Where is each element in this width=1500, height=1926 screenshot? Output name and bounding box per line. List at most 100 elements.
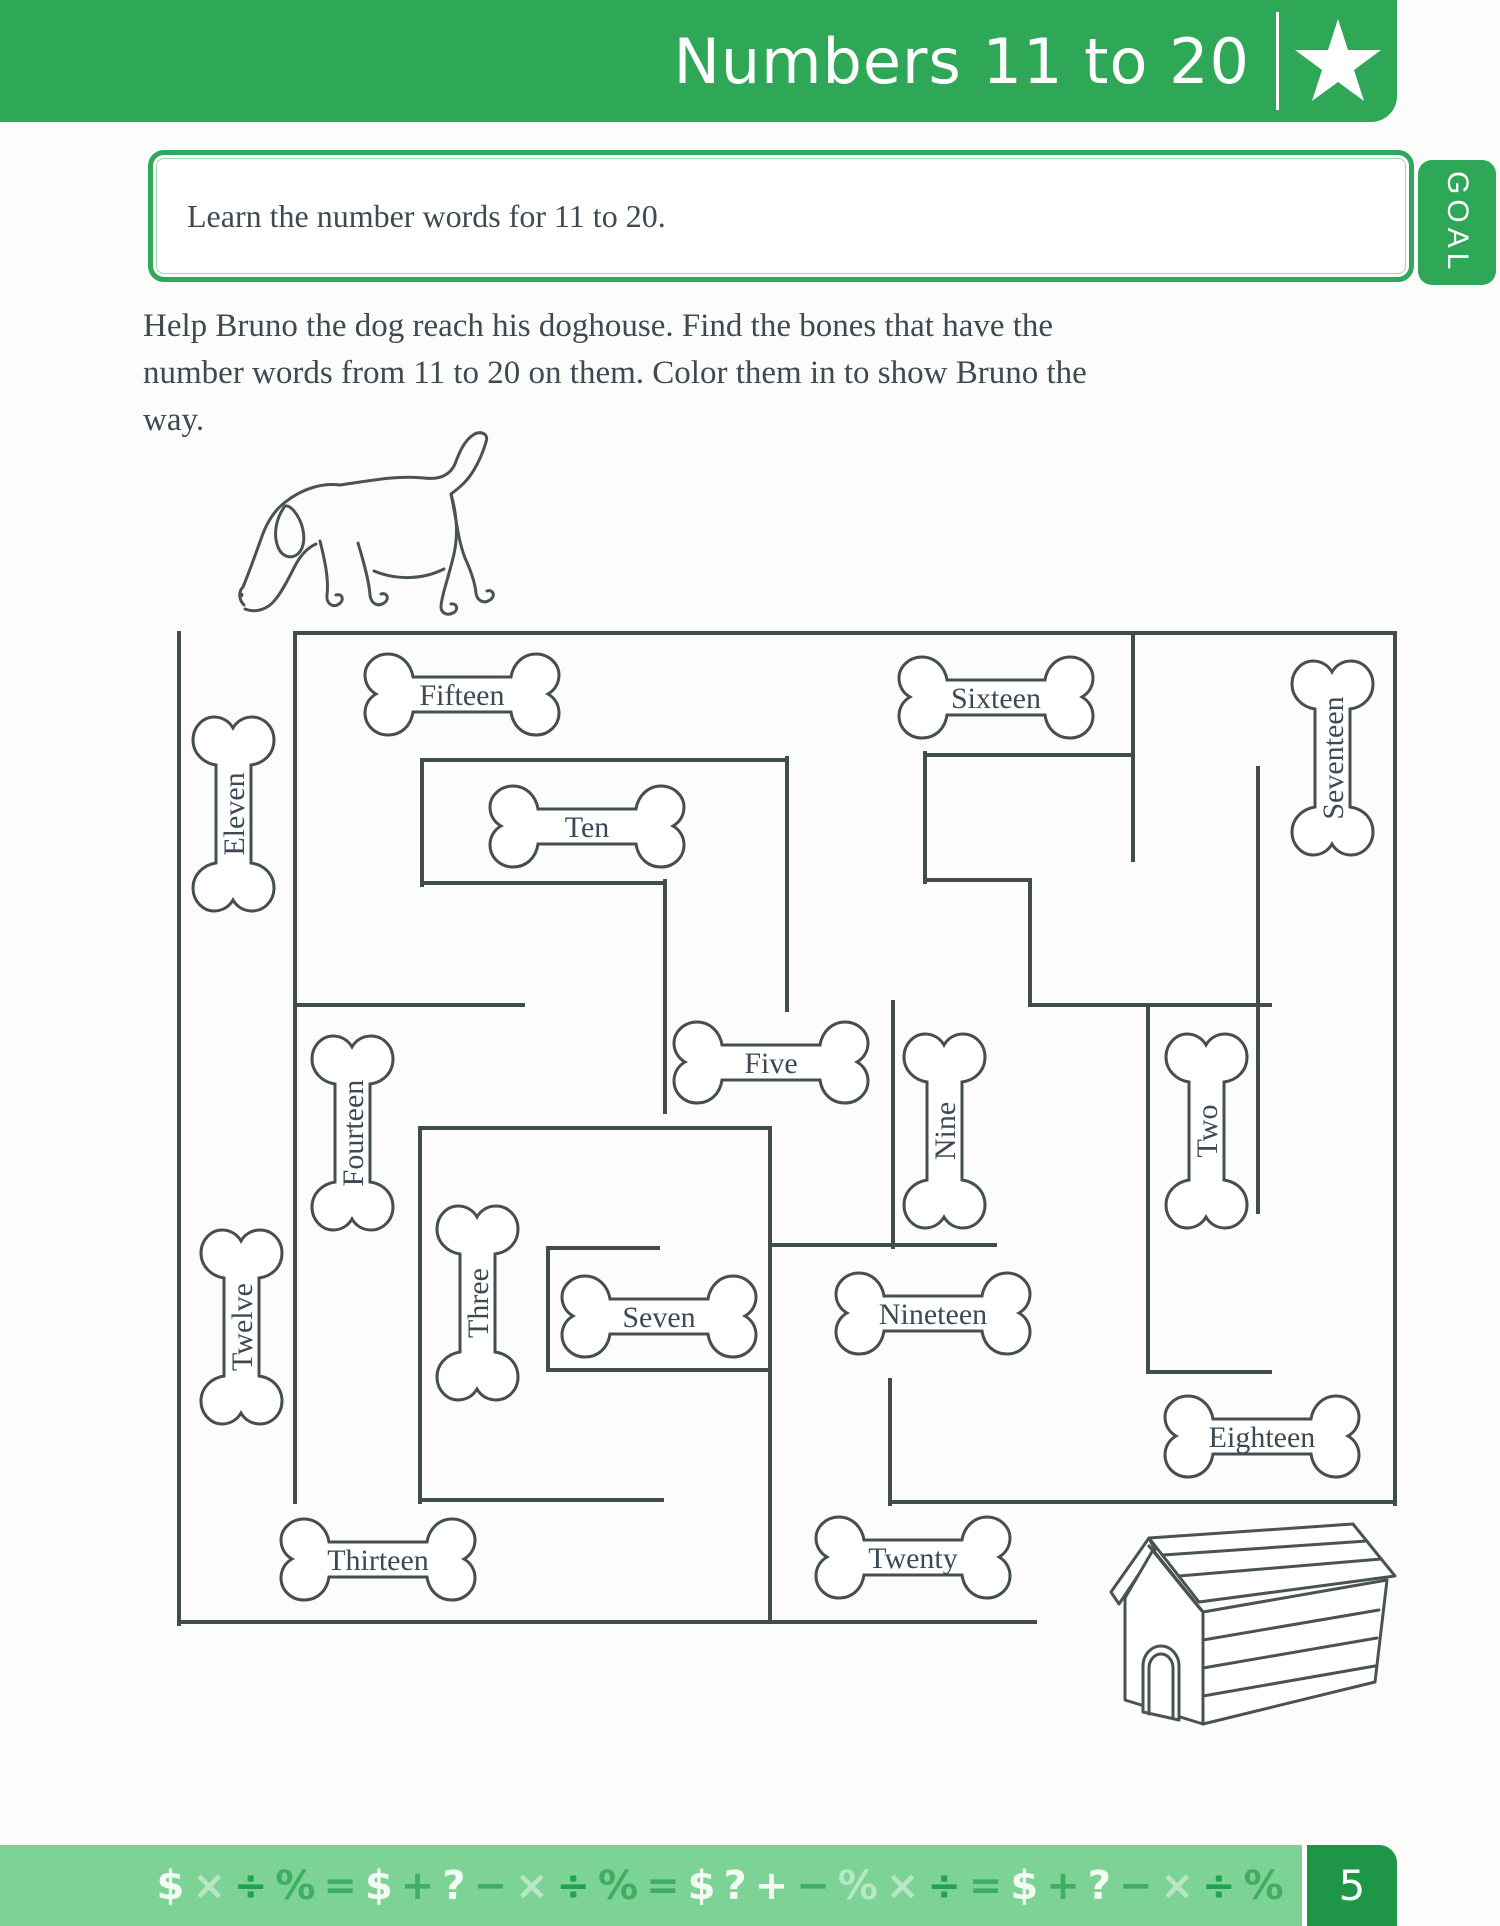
math-symbol: = bbox=[646, 1862, 680, 1909]
svg-text:Five: Five bbox=[744, 1047, 797, 1080]
math-symbol: = bbox=[323, 1862, 357, 1909]
maze-wall bbox=[1393, 631, 1397, 1506]
maze-wall bbox=[546, 1368, 772, 1372]
maze-wall bbox=[923, 878, 1032, 882]
svg-text:Eleven: Eleven bbox=[218, 772, 251, 855]
dog-illustration bbox=[238, 431, 495, 616]
math-symbol: % bbox=[837, 1862, 878, 1909]
page-number-badge: 5 bbox=[1302, 1845, 1397, 1926]
maze-wall bbox=[1146, 1370, 1272, 1374]
math-symbol: + bbox=[1046, 1862, 1080, 1909]
maze-wall bbox=[1028, 1003, 1272, 1007]
bone-eighteen[interactable]: Eighteen bbox=[1157, 1387, 1367, 1487]
bone-twenty[interactable]: Twenty bbox=[808, 1508, 1018, 1608]
page-title: Numbers 11 to 20 bbox=[673, 24, 1250, 98]
maze-wall bbox=[768, 1126, 772, 1624]
math-symbol: % bbox=[598, 1862, 639, 1909]
svg-text:Nineteen: Nineteen bbox=[879, 1298, 987, 1331]
math-symbol: ? bbox=[442, 1862, 466, 1909]
bone-thirteen[interactable]: Thirteen bbox=[273, 1510, 483, 1610]
page-number: 5 bbox=[1338, 1861, 1366, 1910]
math-symbol: = bbox=[968, 1862, 1003, 1909]
svg-text:Ten: Ten bbox=[565, 811, 610, 844]
goal-tab: GOAL bbox=[1418, 160, 1496, 285]
maze-wall bbox=[418, 1126, 772, 1130]
math-symbol: − bbox=[473, 1862, 508, 1909]
math-symbol: $ bbox=[364, 1862, 393, 1909]
header-divider bbox=[1276, 12, 1279, 110]
maze-wall bbox=[418, 1126, 422, 1504]
bone-nineteen[interactable]: Nineteen bbox=[828, 1264, 1038, 1364]
math-symbol: $ bbox=[1010, 1862, 1039, 1909]
maze-wall bbox=[923, 751, 927, 884]
maze-wall bbox=[923, 753, 1135, 757]
maze-wall bbox=[1146, 1003, 1150, 1374]
bone-seven[interactable]: Seven bbox=[554, 1267, 764, 1367]
maze-wall bbox=[293, 631, 297, 1504]
maze-wall bbox=[891, 1000, 895, 1249]
math-symbol: % bbox=[275, 1862, 316, 1909]
math-symbol: × bbox=[1160, 1862, 1194, 1909]
math-symbol: × bbox=[885, 1862, 920, 1909]
maze-wall bbox=[418, 1498, 664, 1502]
maze-wall bbox=[420, 758, 789, 762]
math-symbol: ÷ bbox=[556, 1862, 591, 1909]
maze-wall bbox=[1131, 631, 1135, 862]
math-symbol: + bbox=[400, 1862, 435, 1909]
star-icon bbox=[1279, 0, 1397, 122]
svg-text:Sixteen: Sixteen bbox=[951, 682, 1041, 715]
maze-wall bbox=[546, 1246, 550, 1372]
maze-wall bbox=[768, 1243, 997, 1247]
svg-text:Nine: Nine bbox=[929, 1102, 962, 1160]
svg-text:Twenty: Twenty bbox=[868, 1542, 958, 1575]
math-symbol: $ bbox=[687, 1862, 716, 1909]
math-symbol: ÷ bbox=[927, 1862, 961, 1909]
math-symbol: + bbox=[754, 1862, 789, 1909]
math-symbol: − bbox=[1118, 1862, 1153, 1909]
footer-symbols: $×÷%=$+?−×÷%=$?+−%×÷=$+?−×÷% bbox=[140, 1845, 1300, 1926]
maze-wall bbox=[177, 1620, 1037, 1624]
maze-wall bbox=[888, 1500, 1397, 1504]
math-symbol: ÷ bbox=[233, 1862, 268, 1909]
doghouse-illustration bbox=[1109, 1522, 1397, 1726]
maze-wall bbox=[293, 631, 1397, 635]
bone-nine[interactable]: Nine bbox=[895, 1026, 995, 1236]
maze-wall bbox=[1028, 878, 1032, 1007]
bone-fourteen[interactable]: Fourteen bbox=[303, 1028, 403, 1238]
bone-ten[interactable]: Ten bbox=[482, 777, 692, 877]
svg-text:Eighteen: Eighteen bbox=[1209, 1421, 1316, 1454]
svg-text:Seventeen: Seventeen bbox=[1317, 696, 1350, 819]
bone-five[interactable]: Five bbox=[666, 1013, 876, 1113]
bone-fifteen[interactable]: Fifteen bbox=[357, 645, 567, 745]
bone-two[interactable]: Two bbox=[1157, 1026, 1257, 1236]
math-symbol: × bbox=[515, 1862, 549, 1909]
math-symbol: % bbox=[1243, 1862, 1284, 1909]
bone-three[interactable]: Three bbox=[428, 1198, 528, 1408]
maze-wall bbox=[546, 1246, 660, 1250]
bone-twelve[interactable]: Twelve bbox=[192, 1222, 292, 1432]
goal-tab-label: GOAL bbox=[1441, 170, 1474, 275]
page-header: Numbers 11 to 20 bbox=[0, 0, 1397, 122]
footer-band bbox=[0, 1845, 1397, 1926]
svg-text:Seven: Seven bbox=[622, 1301, 695, 1334]
bone-eleven[interactable]: Eleven bbox=[184, 709, 284, 919]
bone-sixteen[interactable]: Sixteen bbox=[891, 648, 1101, 748]
svg-text:Fifteen: Fifteen bbox=[420, 679, 505, 712]
maze-wall bbox=[420, 758, 424, 887]
math-symbol: $ bbox=[156, 1862, 185, 1909]
goal-box: Learn the number words for 11 to 20. bbox=[148, 150, 1414, 282]
bone-seventeen[interactable]: Seventeen bbox=[1283, 653, 1383, 863]
math-symbol: × bbox=[192, 1862, 226, 1909]
instructions-text: Help Bruno the dog reach his doghouse. F… bbox=[143, 308, 1087, 438]
svg-text:Thirteen: Thirteen bbox=[327, 1544, 429, 1577]
math-symbol: ? bbox=[1087, 1862, 1111, 1909]
svg-text:Fourteen: Fourteen bbox=[337, 1080, 370, 1187]
maze-wall bbox=[663, 879, 667, 1114]
maze-wall bbox=[293, 1003, 525, 1007]
maze-wall bbox=[785, 756, 789, 1012]
maze-wall bbox=[888, 1378, 892, 1506]
goal-text: Learn the number words for 11 to 20. bbox=[187, 197, 666, 234]
svg-text:Two: Two bbox=[1191, 1105, 1224, 1158]
